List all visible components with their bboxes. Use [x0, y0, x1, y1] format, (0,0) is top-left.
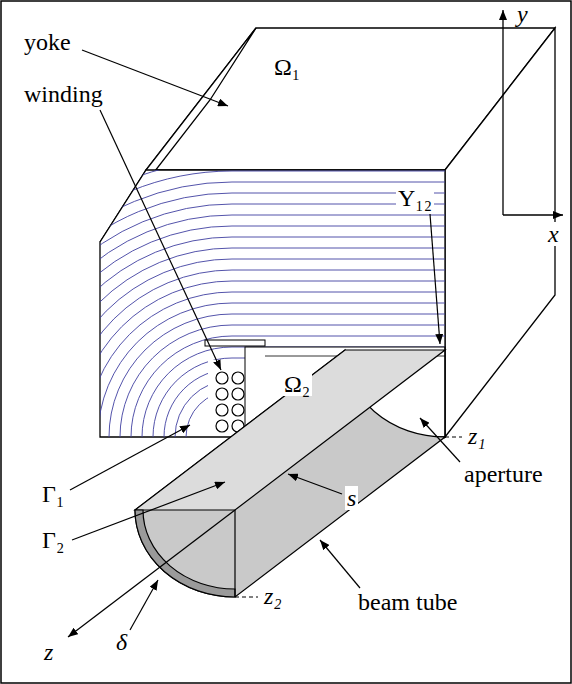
label: Υ₁₂ [396, 186, 434, 210]
conductor [216, 388, 228, 400]
z1-mark [445, 437, 462, 438]
field-line [43, 248, 445, 437]
leader-winding [100, 110, 221, 370]
leader-delta [130, 580, 158, 630]
label: z₂ [262, 584, 284, 608]
conductor [232, 372, 244, 384]
label: δ [114, 630, 129, 654]
label: z [42, 640, 55, 664]
leaders [70, 50, 460, 630]
field-line [54, 259, 445, 437]
conductor [216, 372, 228, 384]
tube-wall-section [135, 510, 235, 597]
label: Ω₁ [272, 55, 302, 79]
label: z₁ [466, 424, 488, 448]
leader-gamma1 [70, 425, 190, 490]
conductor [232, 404, 244, 416]
label: beam tube [356, 590, 459, 614]
label: winding [22, 82, 105, 106]
field-line [10, 215, 445, 437]
leader-interface [430, 214, 440, 344]
winding-conductors [216, 372, 244, 432]
leader-beam-tube [320, 540, 360, 588]
leader-gamma2 [72, 482, 225, 540]
conductor [232, 388, 244, 400]
z-axis [68, 510, 235, 637]
field-line [0, 204, 445, 437]
conductor [216, 404, 228, 416]
label: Γ₁ [40, 482, 66, 506]
field-line [32, 237, 445, 437]
label: s [345, 486, 358, 510]
conductor [216, 420, 228, 432]
label: x [546, 222, 561, 246]
label: aperture [462, 462, 545, 486]
leader-aperture [420, 418, 460, 462]
yoke-side-face [445, 28, 555, 437]
label: y [515, 2, 530, 26]
label: yoke [22, 30, 73, 54]
leader-s [288, 474, 342, 494]
tube-curved-surface [135, 350, 445, 597]
y-axis [502, 10, 503, 215]
label: Ω₂ [282, 372, 312, 396]
tube-edge [234, 510, 235, 597]
x-axis [503, 214, 563, 215]
field-line [21, 226, 445, 437]
label: Γ₂ [40, 528, 66, 552]
z2-mark [235, 597, 258, 598]
winding-slot [205, 340, 265, 346]
